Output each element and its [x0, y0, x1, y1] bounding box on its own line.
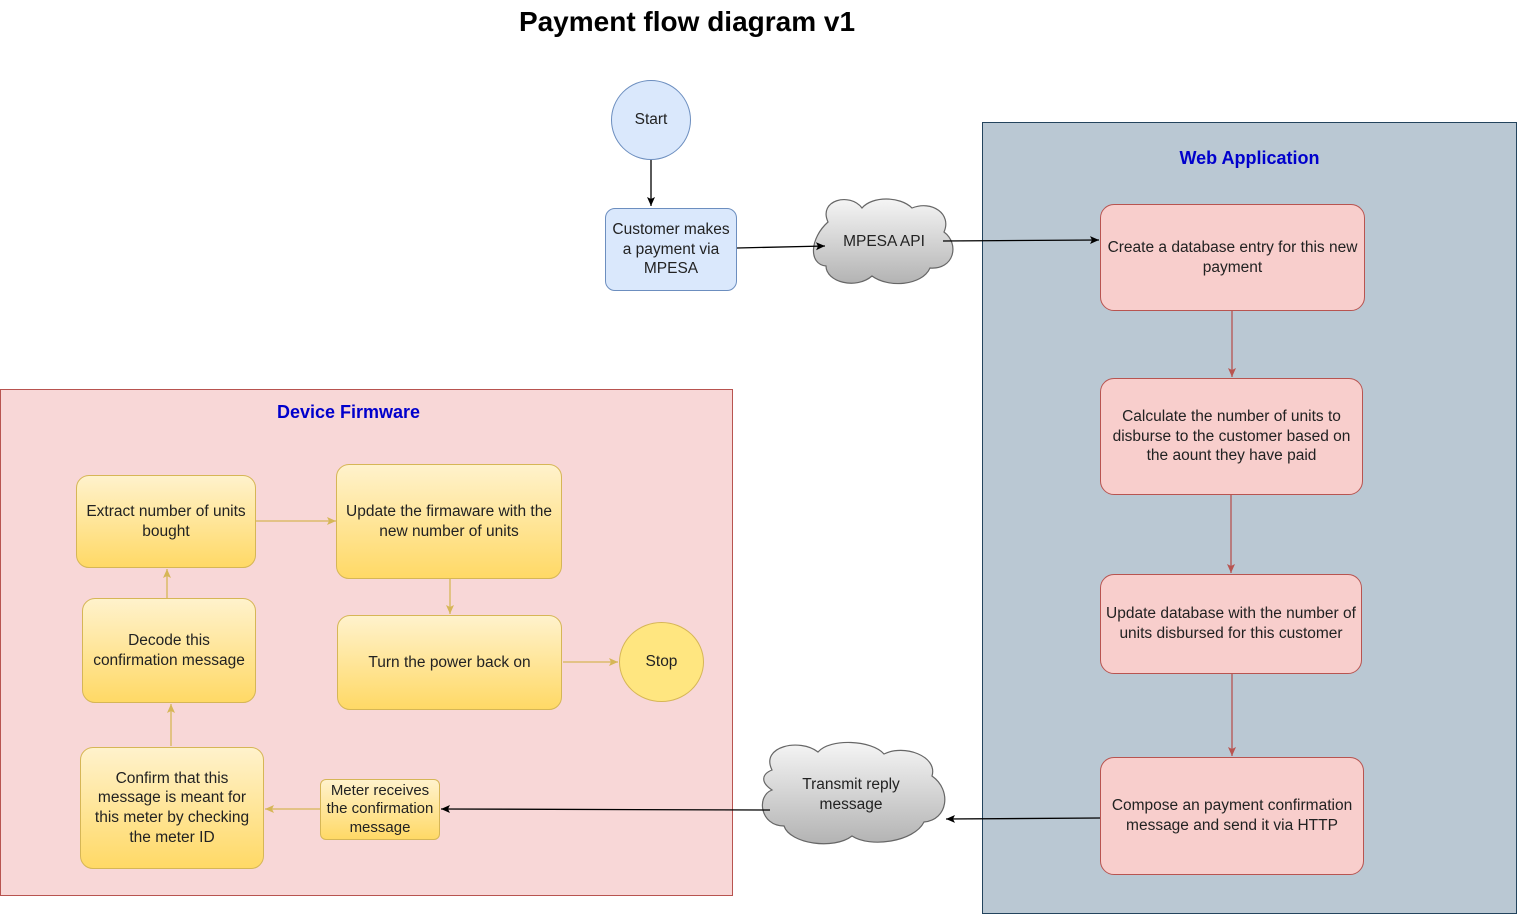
power-on-node[interactable]: Turn the power back on [337, 615, 562, 710]
update-db-node[interactable]: Update database with the number of units… [1100, 574, 1362, 674]
arrow-payment-to-mpesa [736, 242, 826, 251]
compose-confirmation-node[interactable]: Compose an payment confirmation message … [1100, 757, 1364, 875]
device-firmware-header: Device Firmware [0, 389, 697, 429]
meter-receives-node[interactable]: Meter receives the confirmation message [320, 779, 440, 840]
update-firmware-node[interactable]: Update the firmaware with the new number… [336, 464, 562, 579]
start-node[interactable]: Start [611, 80, 691, 160]
stop-node[interactable]: Stop [619, 622, 704, 702]
confirm-meter-node[interactable]: Confirm that this message is meant for t… [80, 747, 264, 869]
customer-payment-node[interactable]: Customer makes a payment via MPESA [605, 208, 737, 291]
transmit-reply-cloud-shape [761, 741, 946, 845]
device-firmware-label: Device Firmware [276, 402, 421, 422]
web-application-header: Web Application [982, 122, 1517, 182]
arrow-compose-to-transmit [945, 814, 1101, 823]
extract-units-node[interactable]: Extract number of units bought [76, 475, 256, 568]
transmit-reply-label: Transmit reply message [802, 776, 900, 813]
arrow-mpesa-to-db-entry [942, 236, 1100, 245]
decode-message-node[interactable]: Decode this confirmation message [82, 598, 256, 703]
mpesa-api-cloud-shape [812, 198, 954, 285]
create-db-entry-node[interactable]: Create a database entry for this new pay… [1100, 204, 1365, 311]
arrow-transmit-to-meter [440, 805, 771, 814]
calculate-units-node[interactable]: Calculate the number of units to disburs… [1100, 378, 1363, 495]
diagram-title: Payment flow diagram v1 [518, 6, 856, 37]
web-application-label: Web Application [1179, 148, 1320, 168]
mpesa-api-label: MPESA API [843, 233, 925, 251]
